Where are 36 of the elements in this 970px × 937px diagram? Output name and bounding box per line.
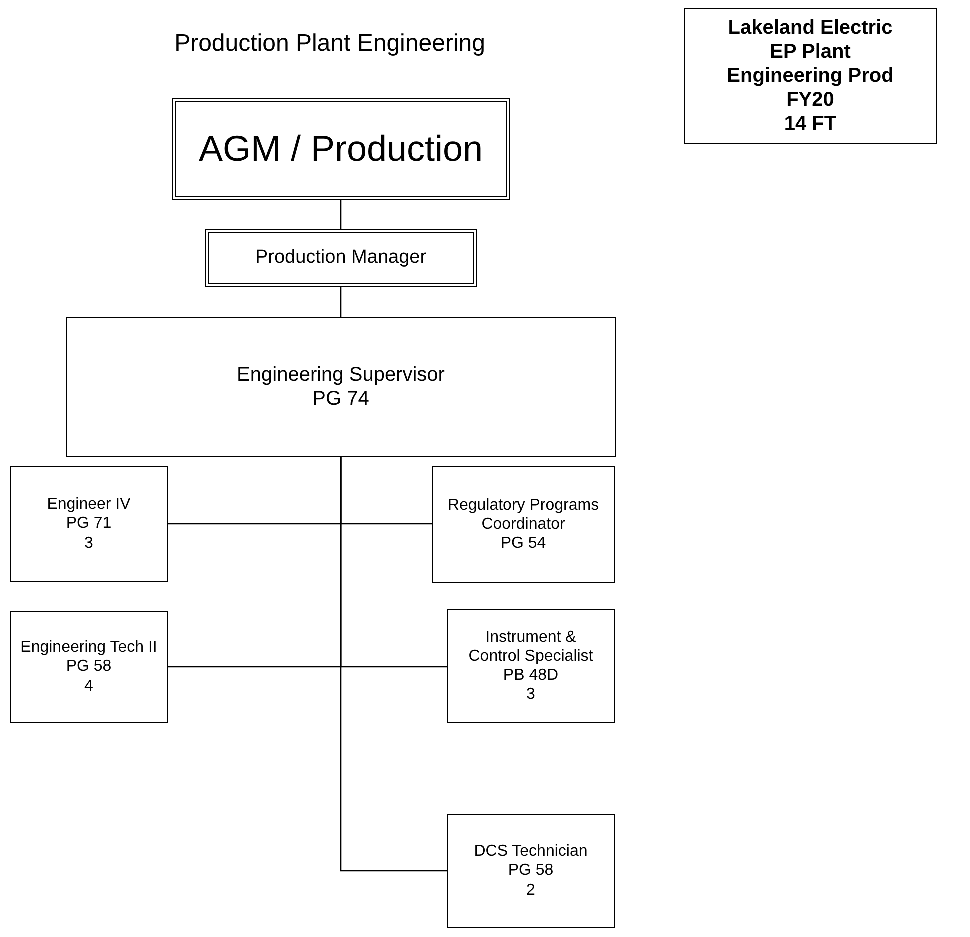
role-text: FY20 <box>786 88 834 112</box>
role-text: 3 <box>526 685 536 704</box>
info-box <box>684 8 937 144</box>
role-text: PG 54 <box>500 534 546 554</box>
role-text: PG 58 <box>508 861 554 881</box>
role-text: 14 FT <box>784 112 837 136</box>
role-text: PG 58 <box>66 657 112 677</box>
role-text: Engineering Supervisor <box>237 363 445 387</box>
role-text: Instrument & Control Specialist <box>468 628 594 666</box>
connector-line <box>340 457 447 872</box>
role-text: Lakeland Electric <box>728 16 893 40</box>
role-text: PG 71 <box>66 514 112 534</box>
role-text: AGM / Production <box>198 127 484 171</box>
role-text: Engineer IV <box>47 495 131 514</box>
role-text: Engineering Tech II <box>20 638 158 658</box>
role-text: Production Manager <box>255 246 427 270</box>
role-text: 3 <box>84 534 94 553</box>
role-box <box>66 317 616 457</box>
role-text: PG 74 <box>312 387 370 411</box>
role-box <box>447 609 615 723</box>
role-text: 2 <box>526 880 536 900</box>
role-text: EP Plant <box>770 40 851 64</box>
role-box <box>432 466 615 583</box>
role-box <box>447 814 615 928</box>
connector-line <box>340 287 342 317</box>
connector-line <box>340 200 342 229</box>
role-text: 4 <box>84 676 94 696</box>
role-text: Engineering Prod <box>727 64 894 88</box>
role-box <box>172 98 510 200</box>
role-box <box>10 611 168 723</box>
role-box <box>10 466 168 582</box>
chart-title: Production Plant Engineering <box>174 30 486 58</box>
role-text: PB 48D <box>503 666 559 686</box>
role-text: Regulatory Programs Coordinator <box>446 496 600 534</box>
role-box <box>205 229 477 287</box>
role-text: DCS Technician <box>474 842 588 862</box>
